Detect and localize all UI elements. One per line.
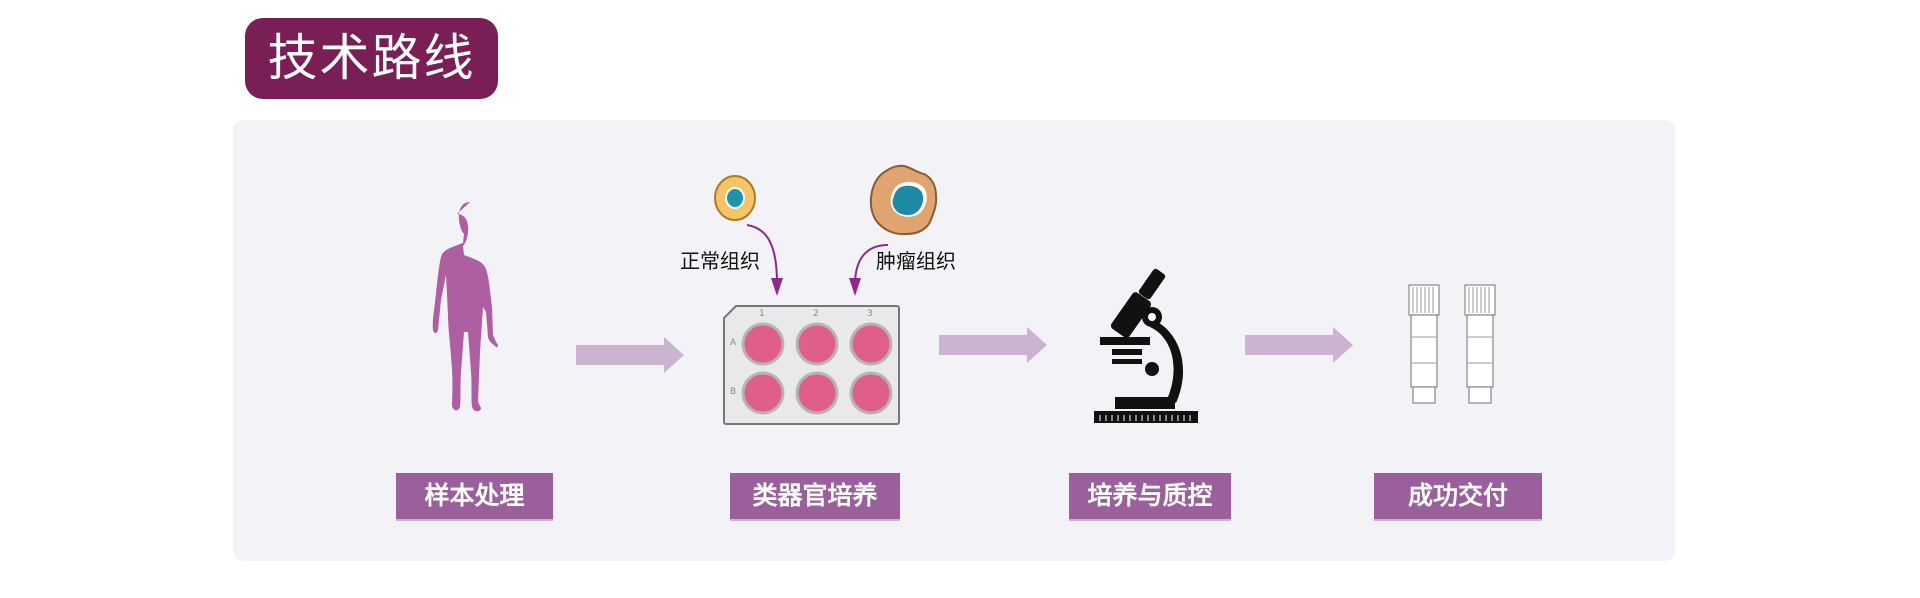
- plate-row-label: A: [730, 338, 737, 348]
- normal-cell-icon: [714, 175, 756, 221]
- human-figure-icon: [432, 202, 498, 412]
- plate-row-label: B: [730, 387, 737, 397]
- flow-arrow-icon: [576, 337, 684, 373]
- plate-col-label: 2: [813, 309, 819, 319]
- tumor-cell-icon: [869, 164, 938, 236]
- microscope-icon: [1094, 268, 1198, 423]
- flow-arrow-icon: [939, 327, 1047, 363]
- cryo-tubes-icon: [1408, 284, 1496, 404]
- step-delivery: 成功交付: [1374, 473, 1542, 521]
- flow-arrow-icon: [1245, 327, 1353, 363]
- normal-tissue-label: 正常组织: [680, 249, 760, 273]
- section-title: 技术路线: [245, 18, 498, 99]
- tumor-tissue-label: 肿瘤组织: [876, 249, 956, 273]
- plate-col-label: 1: [759, 309, 765, 319]
- step-organoid-culture: 类器官培养: [730, 473, 900, 521]
- step-culture-qc: 培养与质控: [1069, 473, 1231, 521]
- cell-arrows: [746, 224, 889, 296]
- six-well-plate: 1 2 3 A B: [722, 304, 901, 426]
- step-sample-processing: 样本处理: [396, 473, 553, 521]
- plate-col-label: 3: [867, 309, 873, 319]
